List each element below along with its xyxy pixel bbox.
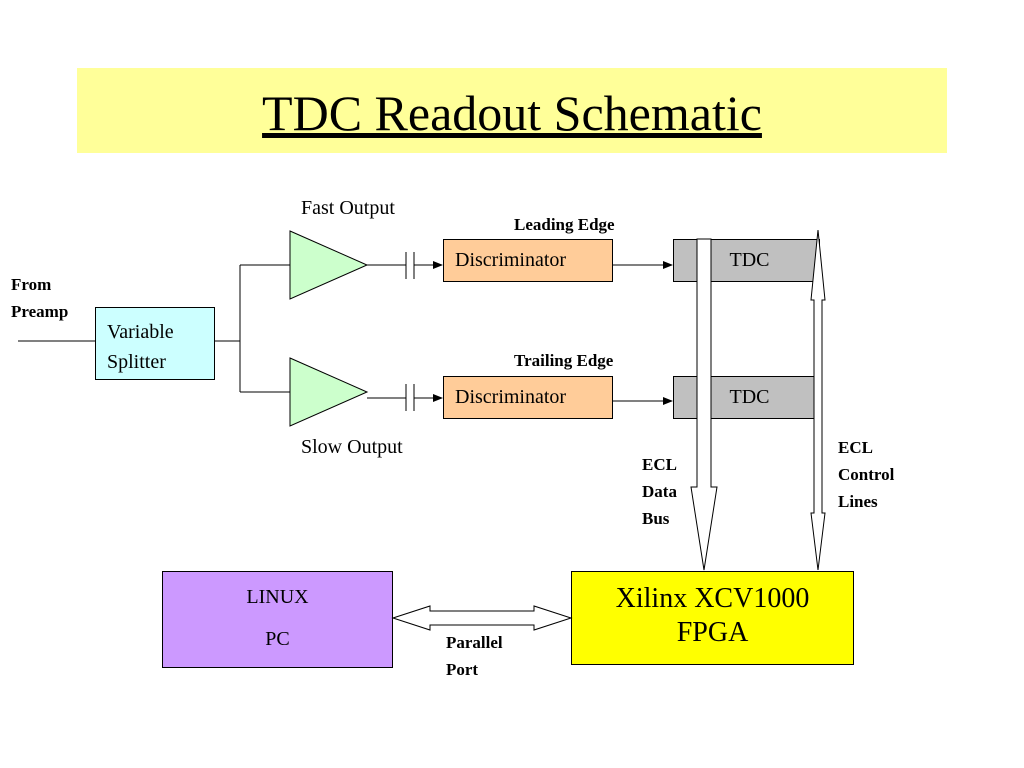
fpga-label-line2: FPGA bbox=[676, 617, 749, 648]
ecl-control-line2: Control bbox=[838, 465, 895, 484]
trailing-edge-label: Trailing Edge bbox=[514, 351, 614, 370]
ecl-data-bus-label: ECL Data Bus bbox=[642, 451, 677, 532]
ecl-data-bus-line1: ECL bbox=[642, 455, 677, 474]
ecl-data-bus-arrow bbox=[690, 238, 718, 571]
splitter-label-line2: Splitter bbox=[107, 351, 166, 373]
fast-amplifier-triangle bbox=[289, 230, 369, 300]
discriminator-bottom-box: Discriminator bbox=[443, 376, 613, 419]
ecl-data-bus-line2: Data bbox=[642, 482, 677, 501]
ecl-control-line1: ECL bbox=[838, 438, 873, 457]
fpga-label-line1: Xilinx XCV1000 bbox=[615, 583, 810, 614]
ecl-control-line3: Lines bbox=[838, 492, 878, 511]
port-label: Port bbox=[446, 660, 479, 679]
parallel-port-arrow bbox=[391, 605, 573, 631]
variable-splitter-box: Variable Splitter bbox=[95, 307, 215, 380]
page-title: TDC Readout Schematic bbox=[262, 85, 762, 141]
ecl-control-lines-arrow bbox=[810, 229, 826, 571]
slow-output-label: Slow Output bbox=[301, 436, 403, 458]
pc-label: PC bbox=[265, 628, 290, 650]
discriminator-top-box: Discriminator bbox=[443, 239, 613, 282]
leading-edge-label: Leading Edge bbox=[514, 215, 615, 234]
slow-amplifier-triangle bbox=[289, 357, 369, 427]
parallel-label: Parallel bbox=[446, 633, 503, 652]
fast-output-label: Fast Output bbox=[301, 197, 395, 219]
fpga-box: Xilinx XCV1000 FPGA bbox=[571, 571, 854, 665]
splitter-label-line1: Variable bbox=[107, 321, 174, 343]
linux-label: LINUX bbox=[246, 586, 309, 608]
preamp-label: Preamp bbox=[11, 302, 69, 321]
title-banner: TDC Readout Schematic bbox=[77, 68, 947, 153]
from-preamp-label: From Preamp bbox=[11, 271, 68, 325]
ecl-data-bus-line3: Bus bbox=[642, 509, 670, 528]
ecl-control-lines-label: ECL Control Lines bbox=[838, 434, 894, 515]
from-label: From bbox=[11, 275, 52, 294]
linux-pc-box: LINUX PC bbox=[162, 571, 393, 668]
parallel-port-label: Parallel Port bbox=[446, 629, 503, 683]
